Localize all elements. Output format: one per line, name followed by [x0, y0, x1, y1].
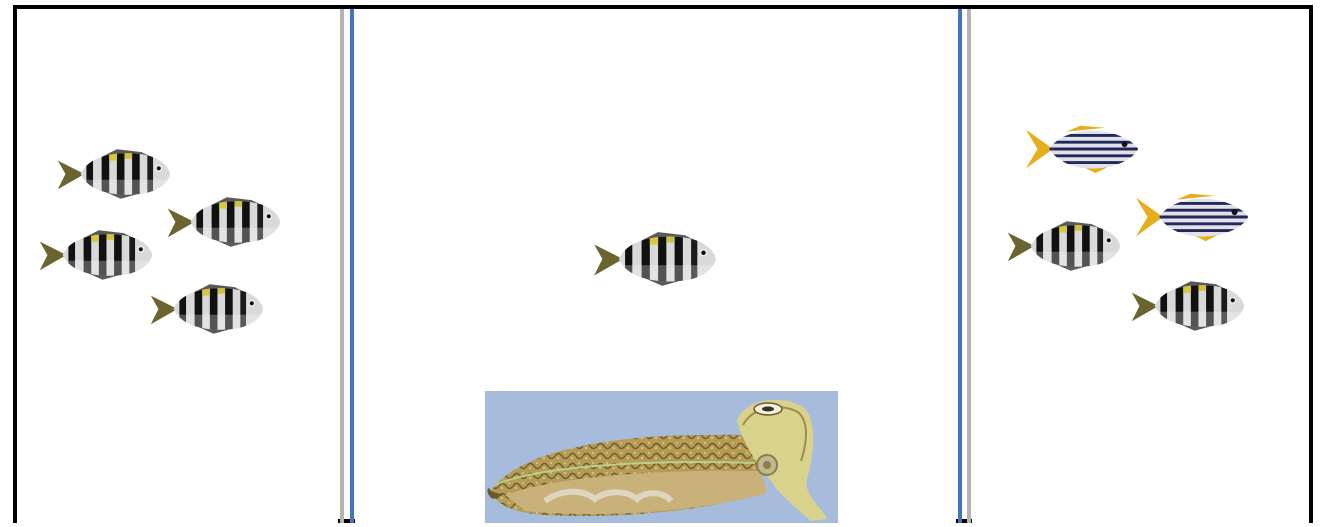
cuttlefish-icon[interactable] — [485, 391, 838, 523]
divider — [967, 9, 971, 523]
right-panel — [972, 9, 1309, 523]
damselfish-icon[interactable] — [36, 228, 156, 282]
damselfish-icon[interactable] — [1128, 279, 1248, 333]
damselfish-icon[interactable] — [164, 195, 284, 249]
divider — [340, 9, 344, 523]
divider — [350, 9, 354, 523]
divider — [958, 9, 962, 523]
damselfish-icon[interactable] — [590, 230, 720, 288]
striped-grunt-icon[interactable] — [1024, 123, 1142, 175]
damselfish-icon[interactable] — [1004, 219, 1124, 273]
left-panel — [17, 9, 338, 523]
damselfish-icon[interactable] — [54, 147, 174, 201]
damselfish-icon[interactable] — [147, 282, 267, 336]
striped-grunt-icon[interactable] — [1134, 191, 1252, 243]
